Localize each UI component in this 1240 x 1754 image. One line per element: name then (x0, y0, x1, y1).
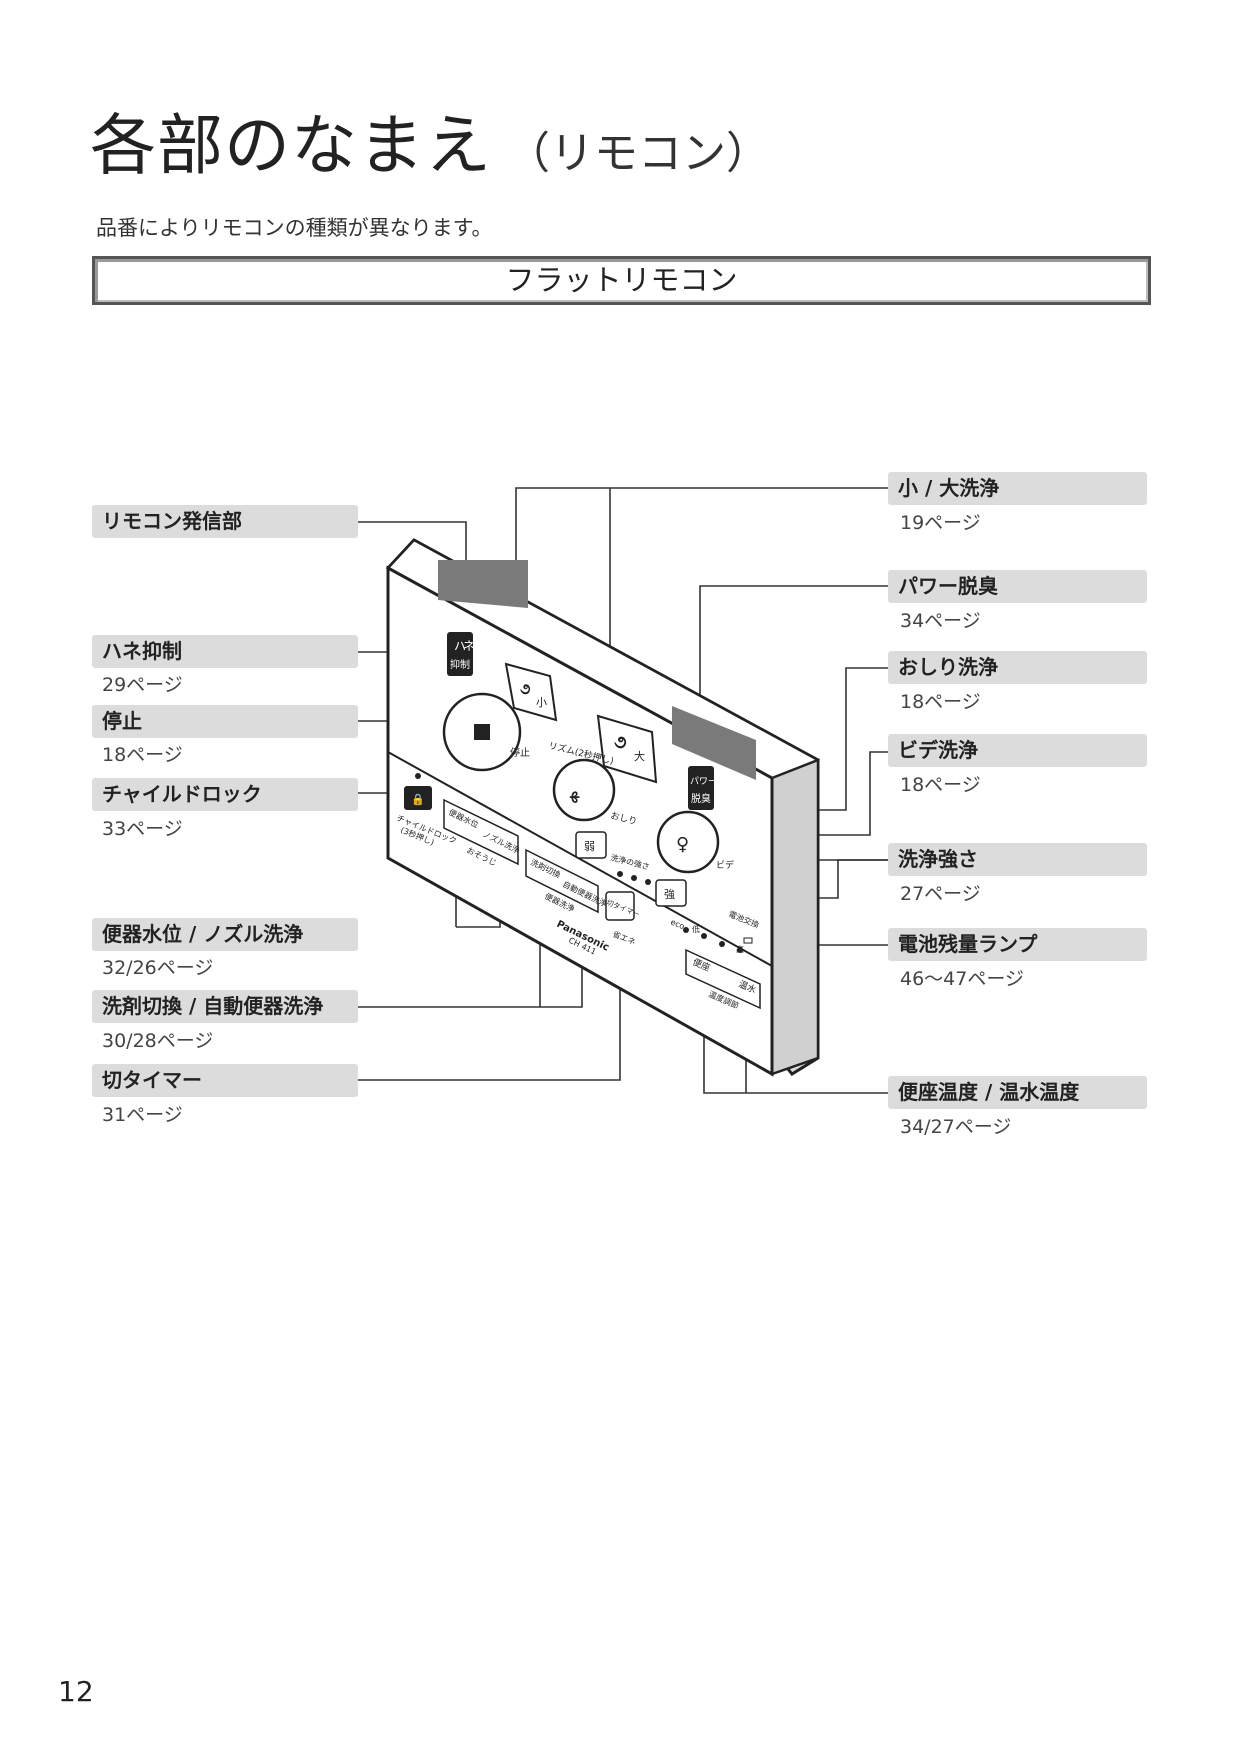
bidet-wash-icon: ♀ (676, 834, 689, 855)
callout-bidet-wash-page: 18ページ (900, 774, 981, 796)
page-title-main: 各部のなまえ (90, 107, 492, 184)
callout-bowl-water: 便器水位 / ノズル洗浄 (92, 918, 358, 951)
callout-bowl-water-page: 32/26ページ (102, 957, 214, 979)
callout-rear-wash-page: 18ページ (900, 691, 981, 713)
intro-text: 品番によりリモコンの種類が異なります。 (96, 216, 493, 240)
remote-text-weak: 弱 (584, 840, 595, 853)
callout-seat-temp-page: 34/27ページ (900, 1116, 1012, 1138)
callout-detergent-page: 30/28ページ (102, 1030, 214, 1052)
callout-child-lock-page: 33ページ (102, 818, 183, 840)
callout-child-lock: チャイルドロック (92, 778, 358, 811)
callout-wash-strength-page: 27ページ (900, 883, 981, 905)
callout-battery-lamp: 電池残量ランプ (888, 928, 1147, 961)
rear-wash-icon: ﻬ (569, 779, 580, 803)
page-title: 各部のなまえ （リモコン） (90, 92, 770, 188)
remote-text-strong: 強 (664, 888, 675, 901)
callout-power-deodorize: パワー脱臭 (888, 570, 1147, 603)
callout-rear-wash: おしり洗浄 (888, 651, 1147, 684)
callout-splash-guard-page: 29ページ (102, 674, 183, 696)
section-heading: フラットリモコン (92, 256, 1151, 305)
callout-stop-page: 18ページ (102, 744, 183, 766)
remote-text-splash-1: ハ (454, 639, 466, 653)
remote-text-power-2: 脱臭 (691, 792, 711, 805)
remote-text-power-1: パワー (690, 776, 717, 787)
callout-wash-strength: 洗浄強さ (888, 843, 1147, 876)
flush-small-swirl-icon: ૭ (520, 680, 531, 698)
remote-text-low: 低 (692, 924, 700, 934)
callout-stop: 停止 (92, 705, 358, 738)
page-number: 12 (58, 1675, 94, 1708)
remote-text-stop: 停止 (510, 746, 530, 759)
remote-text-bidet: ビデ (716, 859, 734, 871)
flush-large-swirl-icon: ૭ (614, 732, 627, 753)
remote-text-splash-3: 抑制 (450, 658, 470, 671)
remote-text-small: 小 (536, 696, 547, 709)
callout-splash-guard: ハネ抑制 (92, 635, 358, 668)
callout-detergent: 洗剤切換 / 自動便器洗浄 (92, 990, 358, 1023)
callout-bidet-wash: ビデ洗浄 (888, 734, 1147, 767)
callout-flush-page: 19ページ (900, 512, 981, 534)
child-lock-icon: 🔒 (411, 793, 425, 806)
callout-seat-temp: 便座温度 / 温水温度 (888, 1076, 1147, 1109)
callout-transmitter: リモコン発信部 (92, 505, 358, 538)
remote-text-large: 大 (634, 749, 645, 763)
callout-off-timer-page: 31ページ (102, 1104, 183, 1126)
page-title-sub: （リモコン） (506, 128, 770, 179)
callout-off-timer: 切タイマー (92, 1064, 358, 1097)
callout-battery-lamp-page: 46〜47ページ (900, 968, 1024, 990)
callout-flush: 小 / 大洗浄 (888, 472, 1147, 505)
remote-text-splash-2: ネ (463, 639, 475, 653)
callout-power-deodorize-page: 34ページ (900, 610, 981, 632)
